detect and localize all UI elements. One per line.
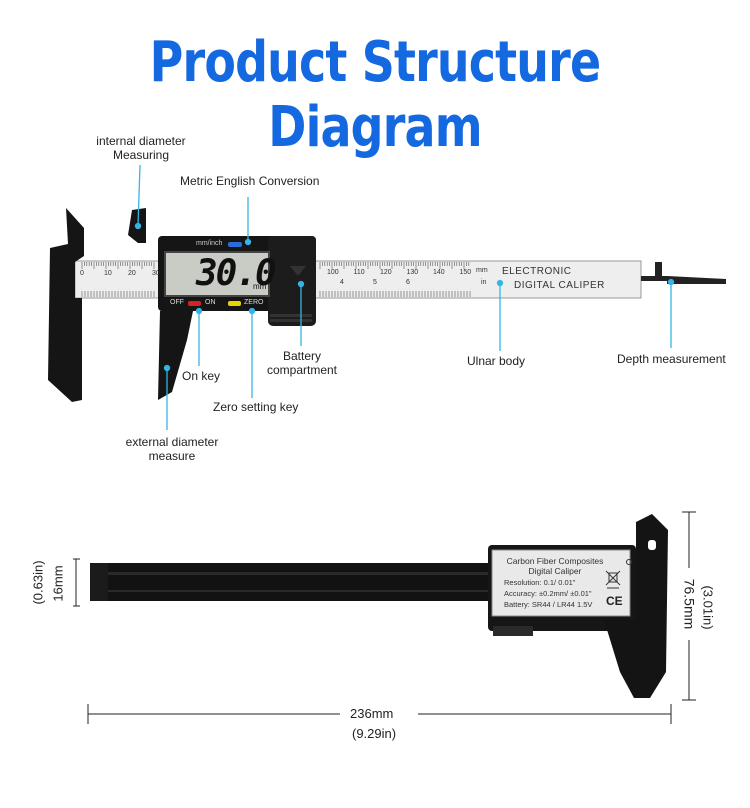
depth-rod [641, 276, 667, 281]
serrations [270, 314, 312, 322]
callout-depth: Depth measurement [617, 352, 726, 366]
scale-unit-mm: mm [476, 267, 488, 274]
brand-line1: ELECTRONIC [502, 266, 572, 277]
scale-number: 150 [459, 269, 472, 276]
callout-on-key: On key [182, 369, 221, 383]
on-button[interactable] [188, 301, 201, 306]
callout-metric-english: Metric English Conversion [180, 174, 320, 188]
mode-button[interactable] [228, 242, 242, 247]
label-mark-icon [626, 559, 632, 565]
jaw-mm: 76.5mm [681, 578, 698, 630]
weee-bin-icon [605, 570, 621, 589]
spec-label [491, 549, 631, 617]
back-label-line2: Digital Caliper [528, 566, 582, 576]
battery-arrow-icon [290, 266, 306, 276]
scale-number: 130 [406, 269, 419, 276]
height-in: (0.63in) [30, 560, 46, 605]
back-label-resolution: Resolution: 0.1/ 0.01" [504, 578, 576, 587]
dimension-lines [73, 511, 696, 724]
callout-zero-key: Zero setting key [213, 400, 299, 414]
back-label-accuracy: Accuracy: ±0.2mm/ ±0.01" [504, 589, 592, 598]
scale-number: 20 [128, 270, 136, 277]
scale-unit-in: in [481, 279, 487, 286]
depth-rod-tip [655, 262, 662, 276]
scale-number: 100 [327, 269, 339, 276]
on-label: ON [205, 299, 216, 306]
scale-number: 5 [373, 279, 377, 286]
brand-line2: DIGITAL CALIPER [514, 280, 605, 291]
scale-number: 120 [380, 269, 392, 276]
scale-number: 140 [433, 269, 445, 276]
callout-lines [134, 164, 675, 430]
depth-rod-end [667, 276, 726, 284]
back-jaw [604, 514, 668, 698]
scale-number: 10 [104, 270, 112, 277]
fixed-jaw [48, 208, 84, 402]
callout-internal-diameter: internal diameter Measuring [96, 134, 186, 162]
scale-number: 30 [152, 270, 160, 277]
callout-external-diameter: external diameter measure [125, 435, 219, 463]
lcd-screen [164, 251, 270, 297]
thumb-wheel-housing [268, 236, 316, 326]
scale-ticks [81, 262, 471, 297]
back-beam [90, 563, 542, 601]
back-label-line1: Carbon Fiber Composites [506, 556, 604, 566]
scale-number: 0 [80, 270, 84, 277]
lcd-value: 30.0 [196, 253, 277, 294]
jaw-in: (3.01in) [700, 585, 716, 630]
lcd-unit: mm [253, 282, 267, 291]
callout-ulnar-body: Ulnar body [467, 354, 526, 368]
sliding-jaw [158, 311, 193, 400]
back-label-battery: Battery: SR44 / LR44 1.5V [504, 600, 593, 609]
zero-label: ZERO [244, 299, 264, 306]
length-in: (9.29in) [352, 726, 397, 741]
scale-number: 110 [353, 269, 365, 276]
callout-battery: Battery compartment [266, 349, 338, 377]
ce-mark: CE [606, 594, 623, 608]
back-wheel [493, 626, 533, 636]
scale-number: 4 [340, 279, 344, 286]
height-mm: 16mm [50, 565, 66, 602]
length-mm: 236mm [350, 706, 394, 721]
off-label: OFF [170, 299, 184, 306]
mode-label: mm/inch [196, 240, 223, 247]
page-title: Product Structure Diagram [149, 30, 601, 160]
scale-number: 6 [406, 279, 410, 286]
zero-button[interactable] [228, 301, 241, 306]
